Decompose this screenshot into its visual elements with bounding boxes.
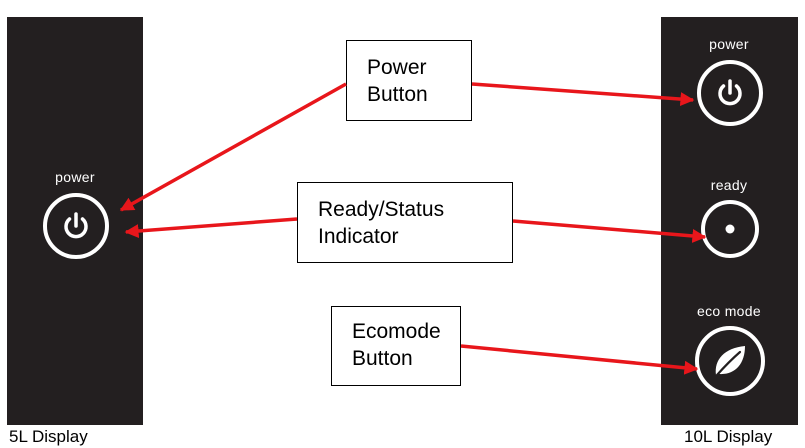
power-button-5l[interactable] <box>43 193 109 259</box>
arrow-power-to-10l <box>471 82 695 107</box>
power-button-10l[interactable] <box>697 60 763 126</box>
callout-eco-line-1: Ecomode <box>352 320 441 343</box>
callout-ready-status-indicator: Ready/Status Indicator <box>297 182 513 263</box>
panel-10l-display: power ready eco mode <box>661 17 798 425</box>
eco-mode-label-10l: eco mode <box>697 303 761 319</box>
callout-power-line-1: Power <box>367 56 427 79</box>
callout-power-button: Power Button <box>346 40 472 121</box>
power-icon <box>64 212 88 239</box>
caption-5l-display: 5L Display <box>9 427 88 446</box>
ready-status-indicator <box>701 200 759 258</box>
panel-5l-display: power <box>7 17 143 425</box>
power-label-5l: power <box>55 169 95 185</box>
ready-label-10l: ready <box>710 177 748 193</box>
eco-mode-button[interactable] <box>695 326 765 396</box>
callout-ready-line-2: Indicator <box>318 225 399 248</box>
caption-10l-display: 10L Display <box>684 427 773 446</box>
power-icon <box>718 79 742 106</box>
dot-icon <box>725 224 735 234</box>
arrow-ready-to-5l <box>124 217 298 239</box>
power-label-10l: power <box>709 36 749 52</box>
callout-power-line-2: Button <box>367 83 428 106</box>
callout-ready-line-1: Ready/Status <box>318 198 445 221</box>
callout-eco-line-2: Button <box>352 347 413 370</box>
callout-ecomode-button: Ecomode Button <box>331 306 461 386</box>
leaf-icon <box>715 346 745 377</box>
